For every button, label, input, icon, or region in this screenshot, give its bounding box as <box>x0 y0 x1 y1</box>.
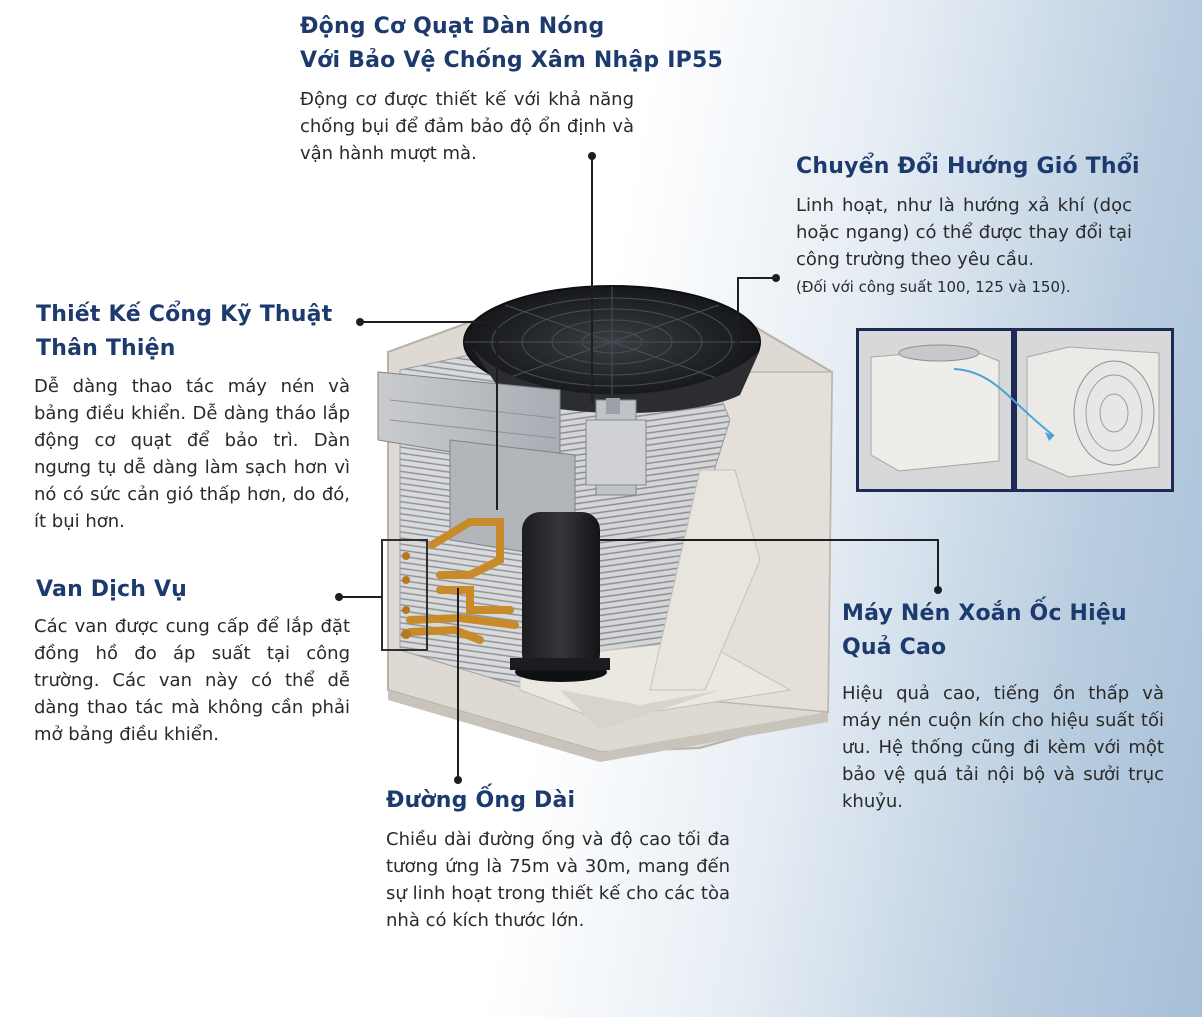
motor-title-line1: Động Cơ Quạt Dàn Nóng <box>300 14 605 39</box>
compressor-title: Máy Nén Xoắn Ốc Hiệu Quả Cao <box>842 597 1127 665</box>
service-valve-box <box>381 539 428 651</box>
leader-dots <box>335 152 942 784</box>
valve-title: Van Dịch Vụ <box>36 577 188 602</box>
motor-title-line2: Với Bảo Vệ Chống Xâm Nhập IP55 <box>300 48 723 73</box>
leader-lines <box>339 156 939 780</box>
airflow-desc: Linh hoạt, như là hướng xả khí (dọc hoặc… <box>796 192 1132 301</box>
design-title-line1: Thiết Kế Cổng Kỹ Thuật <box>36 302 333 327</box>
motor-title: Động Cơ Quạt Dàn Nóng Với Bảo Vệ Chống X… <box>300 10 723 78</box>
airflow-desc-text: Linh hoạt, như là hướng xả khí (dọc hoặc… <box>796 195 1132 270</box>
design-title-line2: Thân Thiện <box>36 336 176 361</box>
design-title: Thiết Kế Cổng Kỹ Thuật Thân Thiện <box>36 298 332 366</box>
airflow-direction-illustration <box>859 331 1171 489</box>
piping-title: Đường Ống Dài <box>386 788 576 813</box>
design-desc: Dễ dàng thao tác máy nén và bảng điều kh… <box>34 376 350 532</box>
airflow-inset <box>856 328 1174 492</box>
motor-desc: Động cơ được thiết kế với khả năng chống… <box>300 89 634 164</box>
fan-motor <box>585 398 647 496</box>
piping-desc: Chiều dài đường ống và độ cao tối đa tươ… <box>386 829 730 931</box>
airflow-note: (Đối với công suất 100, 125 và 150). <box>796 278 1071 296</box>
airflow-title: Chuyển Đổi Hướng Gió Thổi <box>796 154 1140 179</box>
service-valves <box>401 552 411 639</box>
compressor-desc: Hiệu quả cao, tiếng ồn thấp và máy nén c… <box>842 683 1164 812</box>
compressor-title-line1: Máy Nén Xoắn Ốc Hiệu <box>842 601 1127 626</box>
compressor <box>510 512 610 682</box>
compressor-title-line2: Quả Cao <box>842 635 947 660</box>
valve-desc: Các van được cung cấp để lắp đặt đồng hồ… <box>34 616 350 745</box>
